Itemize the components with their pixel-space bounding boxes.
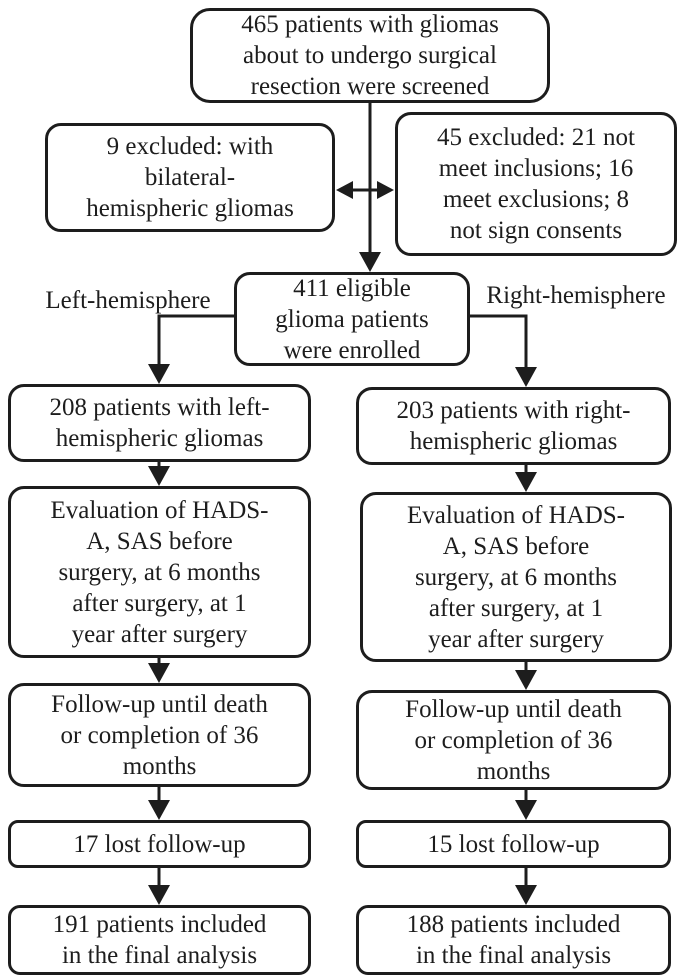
arrow-right-evaluation-to-followup: [515, 662, 537, 690]
box-right-lost-text: 15 lost follow-up: [427, 830, 600, 858]
arrow-enrolled-to-right: [470, 314, 537, 387]
box-left-evaluation: Evaluation of HADS- A, SAS before surger…: [8, 486, 311, 658]
box-left-followup-text: Follow-up until death or completion of 3…: [51, 690, 268, 780]
box-right-final-text: 188 patients included in the final analy…: [406, 911, 621, 969]
arrow-enrolled-to-left: [148, 314, 234, 384]
branch-label-left: Left-hemisphere: [45, 287, 211, 314]
box-left-followup: Follow-up until death or completion of 3…: [8, 683, 311, 787]
box-right-final: 188 patients included in the final analy…: [356, 905, 671, 975]
arrow-double-exclusions: [336, 181, 394, 199]
box-screened: 465 patients with gliomas about to under…: [190, 8, 550, 103]
box-right-evaluation-text: Evaluation of HADS- A, SAS before surger…: [406, 501, 626, 653]
box-excluded-bilateral-text: 9 excluded: with bilateral- hemispheric …: [86, 133, 294, 222]
box-left-lost-text: 17 lost follow-up: [73, 830, 246, 858]
box-excluded-criteria: 45 excluded: 21 not meet inclusions; 16 …: [395, 112, 677, 256]
box-left-final: 191 patients included in the final analy…: [8, 905, 311, 975]
box-excluded-criteria-text: 45 excluded: 21 not meet inclusions; 16 …: [437, 124, 635, 244]
box-left-evaluation-text: Evaluation of HADS- A, SAS before surger…: [50, 496, 269, 648]
arrow-right-patients-to-evaluation: [515, 465, 537, 492]
arrow-left-followup-to-lost: [148, 787, 170, 820]
box-right-followup-text: Follow-up until death or completion of 3…: [405, 695, 622, 785]
box-left-patients: 208 patients with left- hemispheric glio…: [8, 384, 311, 462]
arrow-left-patients-to-evaluation: [148, 462, 170, 486]
box-left-lost: 17 lost follow-up: [8, 820, 311, 868]
box-enrolled: 411 eligible glioma patients were enroll…: [234, 272, 470, 366]
arrow-right-lost-to-final: [515, 868, 537, 905]
box-right-lost: 15 lost follow-up: [356, 820, 671, 868]
box-screened-text: 465 patients with gliomas about to under…: [241, 11, 499, 100]
box-right-patients-text: 203 patients with right- hemispheric gli…: [396, 397, 631, 455]
branch-label-right: Right-hemisphere: [486, 282, 666, 309]
box-right-patients: 203 patients with right- hemispheric gli…: [356, 387, 671, 465]
arrow-screened-to-enrolled: [359, 103, 381, 272]
arrow-right-followup-to-lost: [515, 790, 537, 820]
box-right-followup: Follow-up until death or completion of 3…: [356, 690, 671, 790]
arrow-left-lost-to-final: [148, 868, 170, 905]
arrow-left-evaluation-to-followup: [148, 658, 170, 683]
box-enrolled-text: 411 eligible glioma patients were enroll…: [275, 274, 429, 364]
box-left-patients-text: 208 patients with left- hemispheric glio…: [49, 394, 270, 452]
box-left-final-text: 191 patients included in the final analy…: [52, 911, 267, 969]
box-excluded-bilateral: 9 excluded: with bilateral- hemispheric …: [45, 123, 335, 232]
box-right-evaluation: Evaluation of HADS- A, SAS before surger…: [360, 492, 672, 662]
